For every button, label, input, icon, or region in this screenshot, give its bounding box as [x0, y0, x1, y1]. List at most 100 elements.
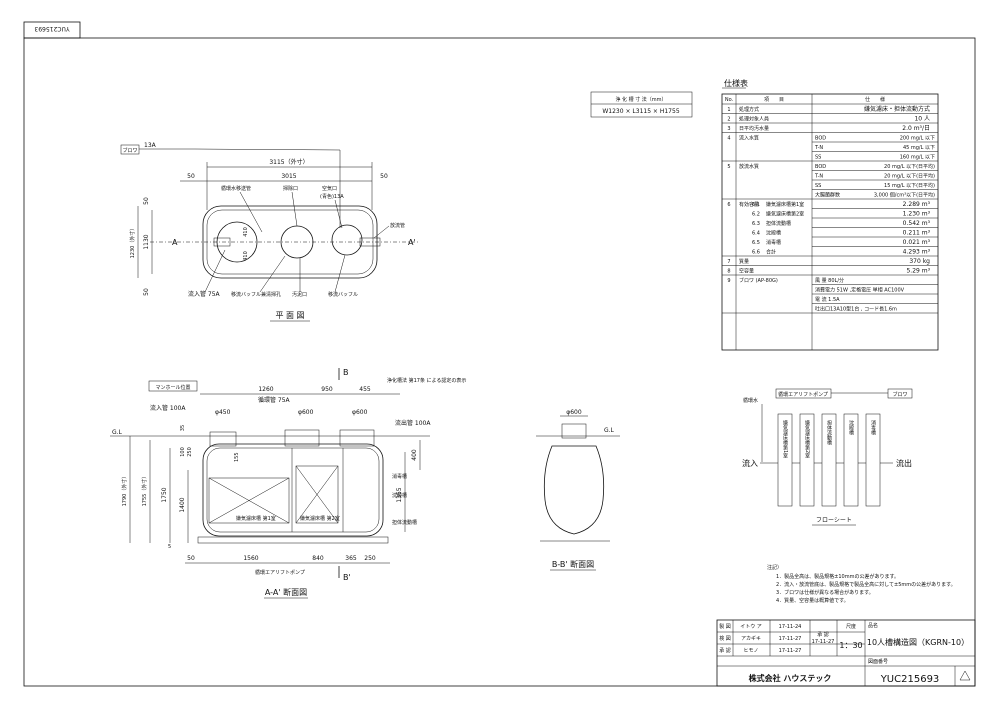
- spec-sub-no: 6.4: [752, 231, 760, 237]
- plan-width-inner: 1130: [143, 234, 150, 249]
- section-b-bottom: B': [343, 573, 351, 582]
- section-d35: 35: [180, 425, 186, 431]
- spec-sub-value: 0.211 m³: [903, 230, 931, 237]
- tb-date-1: 17-11-24: [779, 624, 802, 630]
- tb-role-2: 検 図: [719, 635, 731, 642]
- plan-outlet: 放流管: [390, 222, 405, 229]
- sheet-border: [23, 37, 976, 687]
- spec-sub-param: 大腸菌群数: [815, 192, 840, 199]
- flow-recycle: 循環水: [743, 397, 758, 404]
- spec-sub-no: 6.6: [752, 250, 760, 256]
- spec-sub-line: 消費電力 51W ,定格電圧 単相 AC100V: [815, 287, 905, 294]
- spec-sub-no: 6.3: [752, 221, 760, 227]
- spec-row-item: 空容量: [739, 268, 754, 275]
- dims-box-title: 浄 化 槽 寸 法（mm）: [615, 96, 666, 103]
- spec-header-item: 項 目: [764, 97, 784, 103]
- spec-row-value: 10 人: [914, 116, 930, 123]
- spec-sub-line: 風 量 80L/分: [815, 277, 844, 284]
- tb-date-3: 17-11-27: [779, 648, 802, 654]
- section-h1355: 1355: [396, 487, 403, 502]
- plan-inlet-pipe: 流入管 75A: [188, 290, 221, 298]
- flow-tank-label: 嫌気濾床槽第1室: [782, 419, 788, 458]
- note-2: 2．流入・放流管底は、製品規格で製品全高に対して±5mmの公差があります。: [776, 581, 956, 588]
- spec-row-item: 流入水質: [739, 135, 759, 142]
- flow-tank-box: [799, 413, 815, 507]
- plan-width-outer: 1230（外寸）: [129, 226, 136, 259]
- section-d50: 50: [187, 555, 195, 562]
- section-room1: 嫌気濾床槽 第1室: [236, 515, 276, 522]
- spec-sub-value: 2.289 m³: [903, 201, 931, 208]
- spec-sub-item: 嫌気濾床槽第2室: [766, 211, 804, 218]
- spec-sub-value: 15 mg/L 以下(日平均): [884, 182, 935, 189]
- spec-row-no: 3: [727, 126, 730, 132]
- section-note-std: 浄化槽法 第17条 による認定の表示: [387, 377, 466, 384]
- top-drawing-number: YUC215693: [34, 25, 70, 32]
- section-bb-title: B-B' 断面図: [552, 559, 594, 569]
- tb-role-1: 製 図: [719, 623, 731, 630]
- spec-sub-value: 20 mg/L 以下(日平均): [884, 163, 935, 170]
- spec-sub-param: SS: [815, 183, 821, 189]
- tb-role-3: 承 認: [719, 647, 731, 654]
- flow-tank-box: [843, 413, 859, 507]
- flow-tank-label: 嫌気濾床槽第2室: [804, 419, 810, 458]
- section-h1790: 1790（外寸）: [121, 474, 128, 507]
- spec-row-item: 処理対象人員: [739, 116, 769, 123]
- plan-top-margin: 50: [143, 197, 150, 205]
- plan-inspect: 掃除口: [283, 185, 298, 192]
- spec-sub-no: 6.2: [752, 212, 760, 218]
- spec-sub-item: 嫌気濾床槽第1室: [766, 201, 804, 208]
- plan-a-left: A: [172, 238, 178, 247]
- spec-sub-value: 160 mg/L 以下: [900, 155, 935, 161]
- spec-header-no: No.: [725, 97, 734, 103]
- plan-d410a: 410: [243, 227, 249, 237]
- spec-row-value: 5.29 m³: [906, 268, 930, 275]
- flow-tanks: 嫌気濾床槽第1室嫌気濾床槽第2室担体流動槽沈殿槽消毒槽: [777, 413, 881, 507]
- plan-baffle-clean: 移流バッフル兼清掃孔: [231, 291, 281, 298]
- spec-sub-param: SS: [815, 155, 821, 161]
- flow-tank-box: [865, 413, 881, 507]
- flow-tank-box: [821, 413, 837, 507]
- section-d365: 365: [345, 555, 357, 562]
- section-d250: 250: [187, 447, 193, 457]
- spec-row-item: 有効容量: [739, 201, 759, 208]
- note-4: 4．質量、空容量は概算値です。: [776, 597, 849, 604]
- section-manhole-label: マンホール位置: [155, 384, 190, 391]
- flow-tank-box: [777, 413, 793, 507]
- section-aa: B B' マンホール位置 1260 950 455 浄化槽法 第17条 による認…: [110, 368, 466, 599]
- tb-name-2: アカギキ: [741, 636, 761, 642]
- dims-box: 浄 化 槽 寸 法（mm） W1230 × L3115 × H1755: [590, 91, 693, 118]
- section-bb-d600: φ600: [566, 409, 582, 416]
- section-d600b: φ600: [352, 409, 368, 416]
- section-d1560: 1560: [243, 555, 258, 562]
- section-disinfect: 消毒槽: [392, 473, 407, 480]
- spec-sub-no: 6.5: [752, 240, 760, 246]
- section-pump: 循環エアリフトポンプ: [255, 569, 305, 576]
- tb-stamp-date: 17-11-27: [812, 639, 835, 645]
- spec-sub-no: 6.1: [752, 202, 760, 208]
- flow-pump: 循環エアリフトポンプ: [778, 391, 828, 398]
- spec-row-value: 2.0 m³/日: [902, 125, 930, 132]
- tb-scale: 1：30: [839, 641, 862, 650]
- flow-outflow: 流出: [896, 458, 912, 468]
- section-d1260: 1260: [258, 386, 273, 393]
- tb-drawing-number: YUC215693: [880, 674, 940, 685]
- plan-inner-length: 3015: [281, 173, 296, 180]
- spec-sub-line: 電 流 1.5A: [815, 296, 840, 303]
- plan-title: 平 面 図: [275, 311, 304, 320]
- spec-sub-value: 3,000 個/cm³以下(日平均): [874, 192, 935, 199]
- spec-sub-param: T-N: [814, 174, 823, 180]
- section-tank-body: [202, 443, 384, 537]
- section-h1400: 1400: [179, 497, 186, 512]
- spec-sub-value: 4.293 m³: [903, 249, 931, 256]
- spec-sub-item: 合計: [766, 249, 776, 256]
- spec-row-value: 嫌気濾床・担体流動方式: [864, 105, 930, 113]
- section-pipe75: 循環管 75A: [258, 396, 291, 404]
- section-d250b: 250: [364, 555, 376, 562]
- section-h1750: 1750: [161, 487, 168, 502]
- section-settle: 沈殿槽: [392, 492, 407, 499]
- spec-sub-param: T-N: [814, 145, 823, 151]
- tb-date-2: 17-11-27: [779, 636, 802, 642]
- spec-sub-value: 0.542 m³: [903, 220, 931, 227]
- section-aa-title: A-A' 断面図: [265, 587, 307, 597]
- section-carrier: 担体流動槽: [392, 519, 417, 526]
